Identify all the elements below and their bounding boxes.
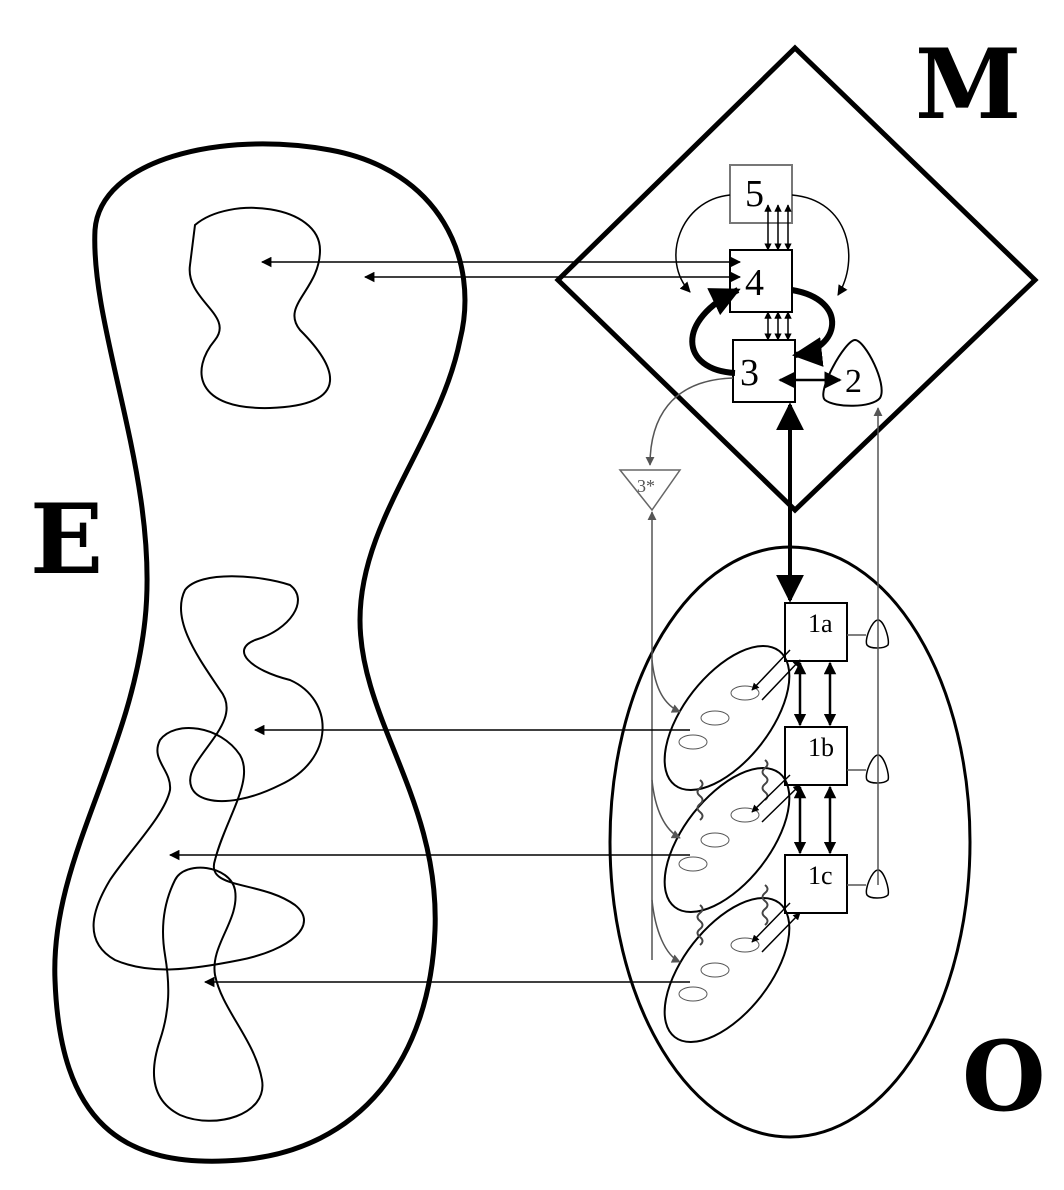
label-system-2: 2 xyxy=(845,363,862,400)
environment-region-top xyxy=(188,206,331,410)
label-system-4: 4 xyxy=(745,262,764,304)
operation-unit-c xyxy=(663,896,791,1044)
operations-channels xyxy=(793,661,837,855)
label-system-1c: 1c xyxy=(808,861,833,890)
system-3star-triangle xyxy=(618,469,682,512)
environment-region-1 xyxy=(179,575,324,803)
system-3-box xyxy=(732,339,796,403)
environment-channels xyxy=(168,256,742,988)
channel-3-3star xyxy=(645,377,734,466)
environment-region-2 xyxy=(92,727,305,971)
audit-c xyxy=(651,899,681,963)
curve-4-3-right xyxy=(791,287,836,367)
operation-unit-squiggles xyxy=(696,759,769,946)
system-1a-box xyxy=(784,602,848,662)
loop-5-4-right xyxy=(791,194,850,296)
system-2-triangle xyxy=(822,338,883,407)
label-environment: E xyxy=(30,483,103,596)
audit-a xyxy=(651,659,681,713)
label-system-1b: 1b xyxy=(808,733,834,762)
system-1b-box xyxy=(784,726,848,786)
system-1c-box xyxy=(784,854,848,914)
label-system-5: 5 xyxy=(745,173,764,215)
label-operations: O xyxy=(962,1020,1046,1133)
environment-boundary xyxy=(52,141,468,1164)
label-system-3: 3 xyxy=(740,352,759,394)
operation-unit-b xyxy=(663,766,791,914)
metasystem-channels xyxy=(764,204,792,341)
label-metasystem: M xyxy=(915,28,1021,141)
management-links xyxy=(751,649,801,953)
audit-b xyxy=(651,779,681,839)
label-system-3star: 3* xyxy=(637,476,655,496)
curve-4-3-left xyxy=(689,287,741,376)
environment-region-3 xyxy=(153,866,264,1122)
label-system-1a: 1a xyxy=(808,609,833,638)
operation-unit-a xyxy=(663,644,791,792)
operation-unit-details xyxy=(678,685,760,1002)
